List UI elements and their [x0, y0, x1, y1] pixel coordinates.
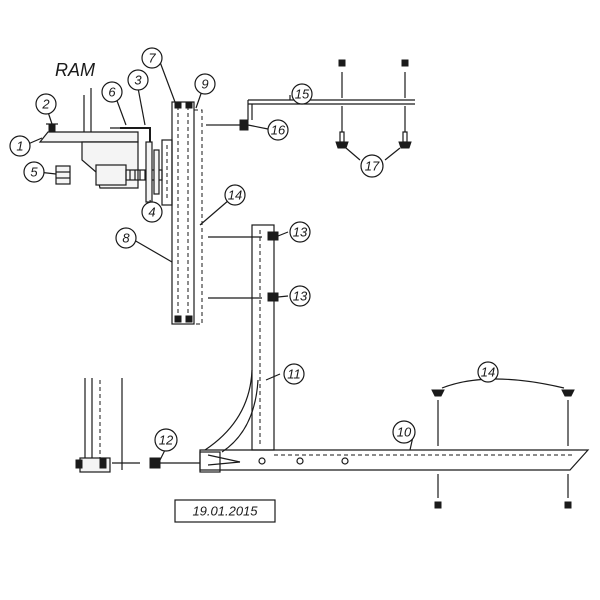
bottom-bar-part-10	[199, 389, 590, 509]
rod-part-15	[206, 59, 415, 149]
svg-text:16: 16	[271, 123, 286, 138]
svg-text:11: 11	[287, 367, 301, 382]
svg-text:14: 14	[228, 188, 242, 203]
date-stamp: 19.01.2015	[174, 499, 276, 523]
ram-bracket-assembly	[38, 88, 173, 206]
callout-9: 9	[194, 73, 216, 95]
callout-14-lower: 14	[477, 361, 499, 383]
callout-11: 11	[283, 363, 305, 385]
svg-text:1: 1	[16, 139, 23, 154]
callout-17: 17	[360, 154, 384, 178]
leader-lines	[27, 61, 565, 461]
callout-5: 5	[23, 161, 45, 183]
screw-part-17	[335, 141, 349, 149]
callout-1: 1	[9, 135, 31, 157]
svg-text:15: 15	[295, 87, 310, 102]
callout-12: 12	[154, 428, 178, 452]
callout-6: 6	[101, 81, 123, 103]
svg-text:14: 14	[481, 365, 495, 380]
callout-16: 16	[267, 119, 289, 141]
svg-text:13: 13	[293, 289, 308, 304]
bolt-part-13-lower	[267, 292, 279, 302]
callout-8: 8	[115, 227, 137, 249]
svg-text:10: 10	[397, 425, 412, 440]
callout-2: 2	[35, 93, 57, 115]
callout-7: 7	[141, 47, 163, 69]
callout-4: 4	[141, 201, 163, 223]
svg-text:19.01.2015: 19.01.2015	[192, 504, 258, 519]
svg-text:8: 8	[122, 231, 130, 246]
screw-part-2	[48, 123, 56, 133]
vertical-bar-part-8	[171, 101, 203, 325]
diagram-title: RAM	[55, 60, 95, 80]
bolt-part-16	[239, 119, 249, 131]
svg-text:3: 3	[134, 73, 142, 88]
callout-3: 3	[127, 69, 149, 91]
bolt-part-14	[431, 389, 445, 397]
svg-text:5: 5	[30, 165, 38, 180]
svg-text:4: 4	[148, 205, 155, 220]
svg-text:12: 12	[159, 433, 174, 448]
svg-text:17: 17	[365, 159, 380, 174]
svg-text:9: 9	[201, 77, 208, 92]
nut-part-5	[55, 165, 71, 185]
callout-10: 10	[392, 420, 416, 444]
callout-15: 15	[291, 83, 313, 105]
bolt-part-12	[149, 457, 161, 469]
frame-part-11	[204, 224, 279, 453]
lower-left-post	[75, 378, 200, 473]
callout-14-upper: 14	[224, 184, 246, 206]
svg-text:13: 13	[293, 225, 308, 240]
bolt-part-13-upper	[267, 231, 279, 241]
svg-text:2: 2	[41, 97, 50, 112]
callout-13-upper: 13	[289, 221, 311, 243]
callout-13-lower: 13	[289, 285, 311, 307]
svg-text:7: 7	[148, 51, 156, 66]
plate-part-4	[145, 141, 153, 203]
svg-text:6: 6	[108, 85, 116, 100]
